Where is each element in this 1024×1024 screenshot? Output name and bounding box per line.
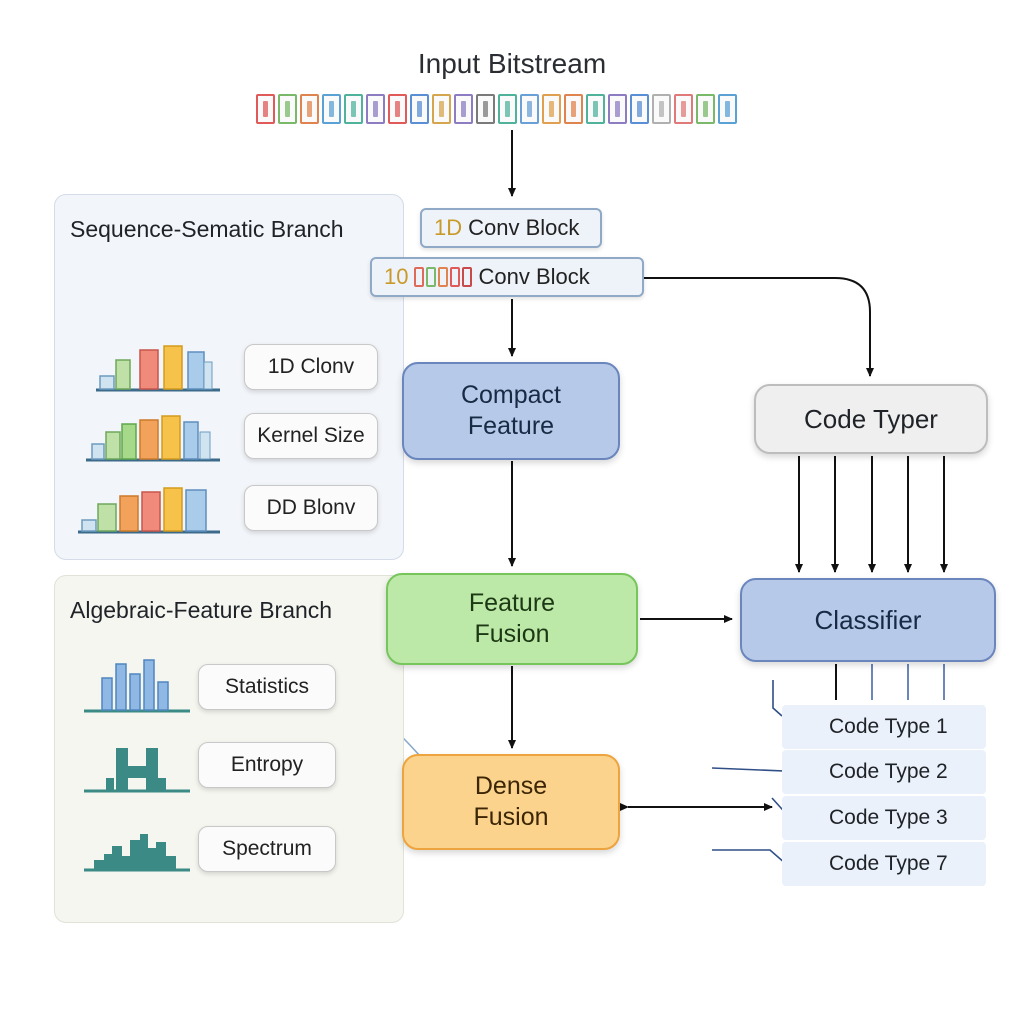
- code-type-item[interactable]: Code Type 7: [782, 842, 986, 886]
- bit-cell: [432, 94, 451, 124]
- input-bitstream: [256, 94, 737, 124]
- bit-cell: [586, 94, 605, 124]
- conv-block-main[interactable]: 10 Conv Block: [370, 257, 644, 297]
- bit-cell: [366, 94, 385, 124]
- bit-cell: [630, 94, 649, 124]
- bar-stack-icon-2: [86, 415, 220, 462]
- out-line-left-1: [772, 680, 783, 717]
- code-type-item[interactable]: Code Type 1: [782, 705, 986, 749]
- dense-fusion-line1: Dense: [474, 771, 548, 800]
- bit-cell: [256, 94, 275, 124]
- alg-item-entropy[interactable]: Entropy: [198, 742, 336, 788]
- bit-cell: [520, 94, 539, 124]
- bit-cell: [564, 94, 583, 124]
- bit-cell: [674, 94, 693, 124]
- conv-block-top-label: Conv Block: [468, 215, 580, 240]
- code-type-item[interactable]: Code Type 2: [782, 750, 986, 794]
- bit-cell: [696, 94, 715, 124]
- bit-cell: [542, 94, 561, 124]
- alg-item-spectrum[interactable]: Spectrum: [198, 826, 336, 872]
- conv-block-top[interactable]: 1D Conv Block: [420, 208, 602, 248]
- seq-item-1dclonv[interactable]: 1D Clonv: [244, 344, 378, 390]
- histogram-icon: [84, 659, 190, 713]
- seq-item-kernel-size[interactable]: Kernel Size: [244, 413, 378, 459]
- bar-stack-icon-1: [96, 345, 220, 392]
- compact-feature-line2: Feature: [467, 412, 555, 440]
- bit-cell: [718, 94, 737, 124]
- sequence-branch-title: Sequence-Sematic Branch: [70, 216, 344, 242]
- conv-block-top-prefix: 1D: [434, 215, 463, 240]
- spectrum-icon: [84, 834, 190, 872]
- conv-block-main-label: Conv Block: [478, 264, 590, 289]
- bit-cell: [388, 94, 407, 124]
- diagram-title: Input Bitstream: [417, 48, 607, 79]
- bit-cell: [454, 94, 473, 124]
- bit-cell: [278, 94, 297, 124]
- code-typer-box[interactable]: Code Typer: [754, 384, 988, 454]
- feature-fusion-line1: Feature: [468, 588, 556, 617]
- bit-cell: [652, 94, 671, 124]
- bit-cell: [344, 94, 363, 124]
- alg-item-statistics[interactable]: Statistics: [198, 664, 336, 710]
- seq-item-dd-blonv[interactable]: DD Blonv: [244, 485, 378, 531]
- algebraic-branch-title: Algebraic-Feature Branch: [70, 597, 333, 623]
- bit-cell: [300, 94, 319, 124]
- bit-cell: [410, 94, 429, 124]
- feature-fusion-line2: Fusion: [474, 620, 550, 648]
- conv-mini-blocks-icon: [414, 267, 473, 287]
- bit-cell: [608, 94, 627, 124]
- classifier-box[interactable]: Classifier: [740, 578, 996, 662]
- entropy-icon: [84, 748, 190, 793]
- code-type-item[interactable]: Code Type 3: [782, 796, 986, 840]
- bit-cell: [498, 94, 517, 124]
- arrow-conv-to-codetyper: [644, 277, 874, 377]
- compact-feature-line1: Compact: [460, 380, 562, 409]
- conv-block-main-prefix: 10: [384, 264, 409, 289]
- bit-cell: [476, 94, 495, 124]
- bit-cell: [322, 94, 341, 124]
- bar-stack-icon-3: [78, 487, 220, 534]
- dense-fusion-line2: Fusion: [473, 803, 549, 831]
